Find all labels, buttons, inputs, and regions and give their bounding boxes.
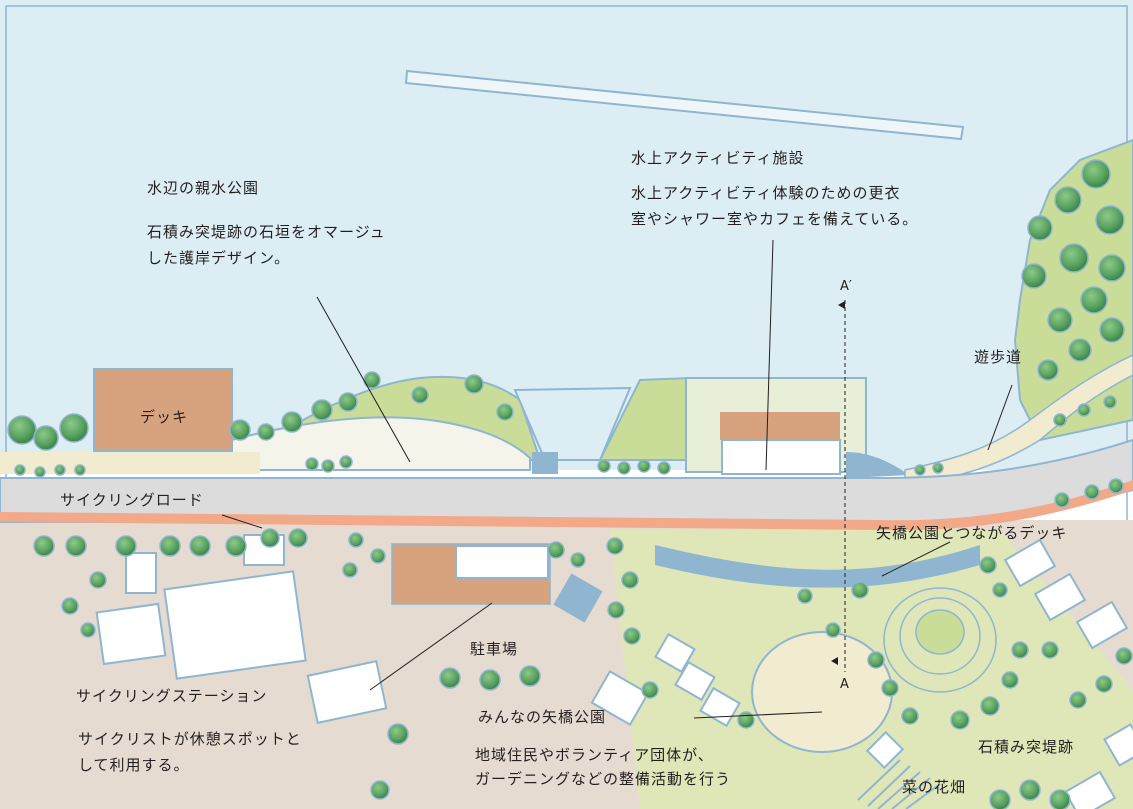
section-label-top: A′ — [840, 279, 852, 294]
leader-lines — [221, 239, 1013, 719]
cycling-lane — [0, 480, 1133, 531]
cycling-station-desc-2: して利用する。 — [78, 756, 190, 774]
promenade-path — [904, 354, 1133, 486]
yabashi-deck — [655, 545, 980, 588]
trees — [7, 159, 1133, 809]
jetty-ruins-label: 石積み突堤跡 — [978, 738, 1074, 756]
cycling-station-desc-1: サイクリストが休憩スポットと — [78, 730, 302, 748]
park-desc-line-2: した護岸デザイン。 — [147, 249, 290, 267]
parking-building — [455, 545, 549, 579]
parking-entry — [553, 573, 603, 623]
water-facility-desc-1: 水上アクティビティ体験のための更衣 — [631, 184, 900, 202]
flower-field-label: 菜の花畑 — [902, 778, 966, 796]
breakwater — [404, 69, 965, 141]
section-label-bottom: A — [840, 677, 849, 692]
water-facility-title: 水上アクティビティ施設 — [631, 149, 804, 167]
inlet-water — [513, 386, 632, 461]
cycling-road-label: サイクリングロード — [60, 491, 204, 509]
park-title: 水辺の親水公園 — [147, 179, 259, 197]
oval-lawn — [751, 631, 893, 753]
cycling-station-title: サイクリングステーション — [76, 687, 267, 705]
promenade-label: 遊歩道 — [974, 348, 1022, 366]
parking-label: 駐車場 — [470, 640, 518, 658]
yabashi-deck-label: 矢橋公園とつながるデッキ — [876, 524, 1067, 542]
deck-platform — [93, 368, 233, 452]
water-facility-desc-2: 室やシャワー室やカフェを備えている。 — [631, 210, 918, 228]
facility-deck — [720, 412, 840, 440]
flower-field-hatch — [857, 759, 941, 809]
section-line — [831, 300, 846, 672]
community-desc-2: ガーデニングなどの整備活動を行う — [475, 770, 731, 788]
facility-ramp — [846, 452, 910, 478]
inlet-bridge — [532, 452, 558, 474]
facility-building — [721, 439, 841, 475]
park-desc-line-1: 石積み突堤跡の石垣をオマージュ — [147, 223, 386, 241]
buildings — [95, 534, 1133, 809]
contour-pond — [883, 587, 997, 693]
community-desc-1: 地域住民やボランティア団体が、 — [475, 746, 714, 764]
deck-label: デッキ — [140, 408, 188, 426]
minna-park-label: みんなの矢橋公園 — [478, 708, 606, 726]
